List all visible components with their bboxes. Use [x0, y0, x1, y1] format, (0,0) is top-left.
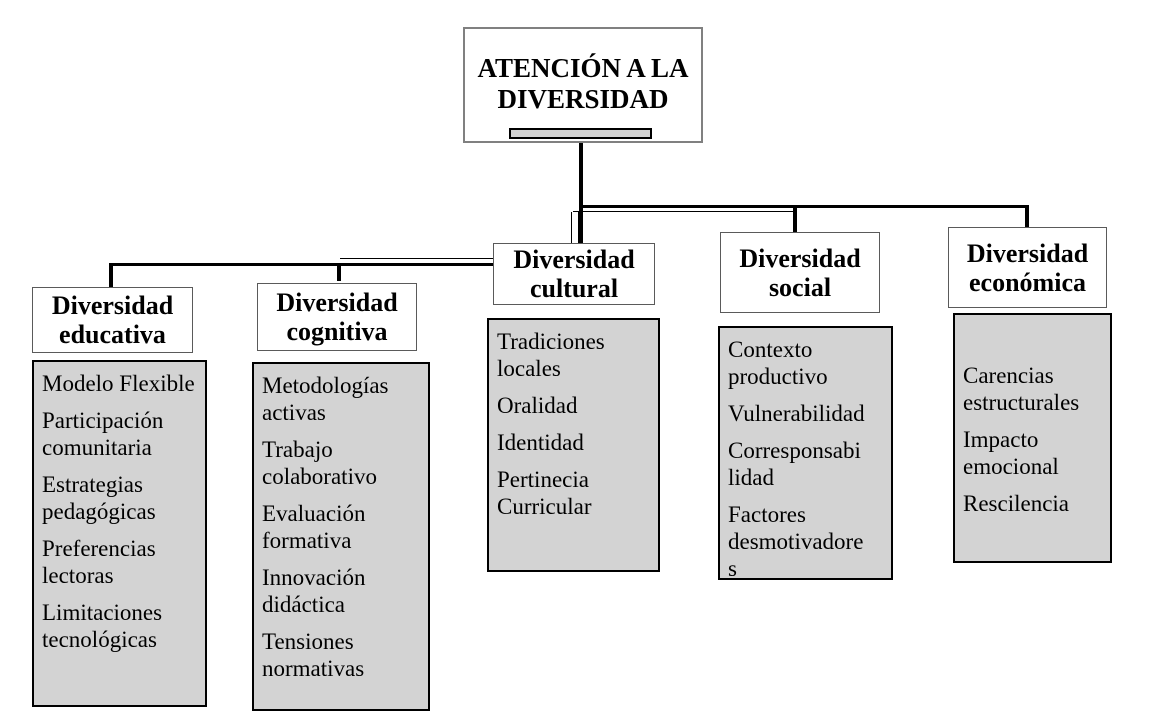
connector-cultural-stub-right: [578, 212, 579, 243]
list-item: Factores desmotivadores: [728, 502, 864, 581]
branch-header-economica: Diversidad económica: [948, 227, 1107, 308]
branch-header-cultural: Diversidad cultural: [493, 243, 655, 305]
connector-social-drop: [793, 207, 797, 232]
root-box: ATENCIÓN A LA DIVERSIDAD: [463, 27, 703, 143]
branch-label: Diversidad social: [739, 243, 861, 302]
list-item: Limitaciones tecnológicas: [42, 600, 163, 652]
list-item: Evaluación formativa: [262, 501, 366, 553]
list-item: Tensiones normativas: [262, 629, 365, 681]
list-item: Pertinecia Curricular: [497, 467, 592, 519]
branch-list-educativa: Modelo Flexible Participación comunitari…: [32, 360, 207, 707]
connector-right-horizontal: [579, 205, 1029, 208]
list-item: Trabajo colaborativo: [262, 437, 377, 489]
list-item: Rescilencia: [963, 490, 1070, 516]
root-gray-bar: [509, 128, 652, 139]
connector-left-horizontal-thin: [340, 258, 493, 259]
list-item: Corresponsabilidad: [728, 438, 861, 490]
branch-header-educativa: Diversidad educativa: [32, 287, 193, 353]
branch-list-social: Contexto productivo Vulnerabilidad Corre…: [718, 326, 893, 581]
list-item: Impacto emocional: [963, 426, 1059, 479]
list-item: Estrategias pedagógicas: [42, 472, 156, 524]
root-title: ATENCIÓN A LA DIVERSIDAD: [477, 53, 689, 114]
list-item: Innovación didáctica: [262, 565, 366, 617]
connector-root-vertical: [579, 141, 583, 243]
list-item: Tradiciones locales: [497, 329, 605, 381]
branch-label: Diversidad educativa: [51, 291, 174, 349]
list-item: Oralidad: [497, 393, 578, 418]
branch-list-cultural: Tradiciones locales Oralidad Identidad P…: [487, 318, 660, 572]
list-item: Modelo Flexible: [42, 371, 195, 396]
list-item: Vulnerabilidad: [728, 401, 865, 426]
connector-left-horizontal: [109, 263, 493, 266]
list-item: Metodologías activas: [262, 373, 389, 425]
connector-cultural-stub-left: [571, 212, 572, 243]
list-item: Carencias estructurales: [963, 362, 1080, 415]
branch-label: Diversidad económica: [966, 238, 1089, 297]
list-item: Contexto productivo: [728, 337, 828, 389]
connector-educativa-drop: [109, 265, 113, 287]
branch-list-economica: Carencias estructurales Impacto emociona…: [953, 313, 1112, 563]
connector-right-horizontal-thin: [573, 211, 795, 212]
connector-cognitiva-drop: [337, 265, 341, 281]
branch-label: Diversidad cognitiva: [276, 288, 398, 346]
list-item: Preferencias lectoras: [42, 536, 156, 588]
branch-header-cognitiva: Diversidad cognitiva: [257, 283, 417, 351]
list-item: Participación comunitaria: [42, 408, 164, 460]
branch-label: Diversidad cultural: [513, 245, 635, 303]
branch-header-social: Diversidad social: [720, 232, 880, 313]
connector-economica-drop: [1025, 207, 1029, 227]
list-item: Identidad: [497, 430, 584, 455]
branch-list-cognitiva: Metodologías activas Trabajo colaborativ…: [252, 362, 430, 711]
